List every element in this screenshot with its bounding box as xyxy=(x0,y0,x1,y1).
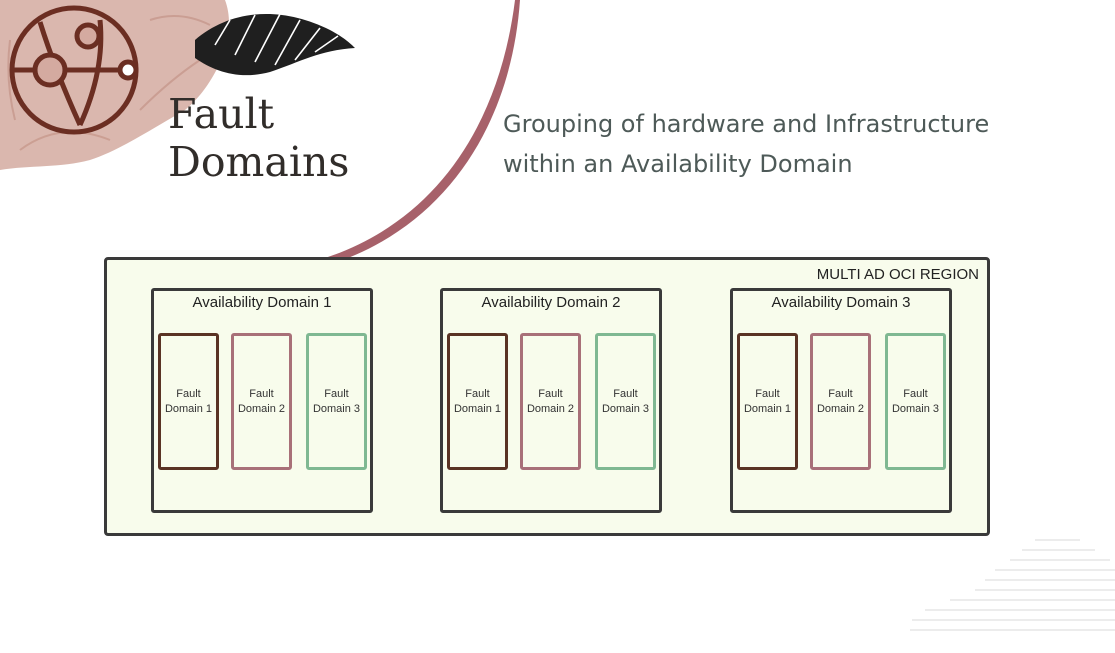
fault-domain-label: Fault Domain 3 xyxy=(601,387,650,415)
fault-domain-label: Fault Domain 1 xyxy=(743,387,792,415)
fault-domain-label: Fault Domain 2 xyxy=(526,387,575,415)
availability-domain-3: Availability Domain 3 Fault Domain 1 Fau… xyxy=(730,288,952,513)
fault-domain-1: Fault Domain 1 xyxy=(158,333,219,470)
fault-domain-label: Fault Domain 1 xyxy=(164,387,213,415)
region-label: MULTI AD OCI REGION xyxy=(816,266,979,283)
availability-domain-label: Availability Domain 2 xyxy=(481,294,621,311)
availability-domain-1: Availability Domain 1 Fault Domain 1 Fau… xyxy=(151,288,373,513)
page-subtitle: Grouping of hardware and Infrastructure … xyxy=(503,110,990,178)
fault-domain-label: Fault Domain 2 xyxy=(816,387,865,415)
fault-domain-2: Fault Domain 2 xyxy=(810,333,871,470)
availability-domain-label: Availability Domain 3 xyxy=(771,294,911,311)
multi-ad-region: MULTI AD OCI REGION Availability Domain … xyxy=(104,257,990,536)
fault-domain-2: Fault Domain 2 xyxy=(231,333,292,470)
fault-domain-label: Fault Domain 2 xyxy=(237,387,286,415)
page-title: Fault Domains xyxy=(168,90,350,186)
availability-domain-label: Availability Domain 1 xyxy=(192,294,332,311)
fault-domain-2: Fault Domain 2 xyxy=(520,333,581,470)
fault-domain-1: Fault Domain 1 xyxy=(737,333,798,470)
fault-domain-3: Fault Domain 3 xyxy=(595,333,656,470)
availability-domain-2: Availability Domain 2 Fault Domain 1 Fau… xyxy=(440,288,662,513)
decorative-leaf xyxy=(195,13,355,76)
fault-domain-3: Fault Domain 3 xyxy=(885,333,946,470)
globe-network-icon xyxy=(9,5,139,135)
fault-domain-label: Fault Domain 3 xyxy=(891,387,940,415)
decorative-cloud xyxy=(910,539,1115,631)
fault-domain-1: Fault Domain 1 xyxy=(447,333,508,470)
fault-domain-label: Fault Domain 1 xyxy=(453,387,502,415)
accent-arc xyxy=(325,0,520,258)
fault-domain-label: Fault Domain 3 xyxy=(312,387,361,415)
fault-domain-3: Fault Domain 3 xyxy=(306,333,367,470)
